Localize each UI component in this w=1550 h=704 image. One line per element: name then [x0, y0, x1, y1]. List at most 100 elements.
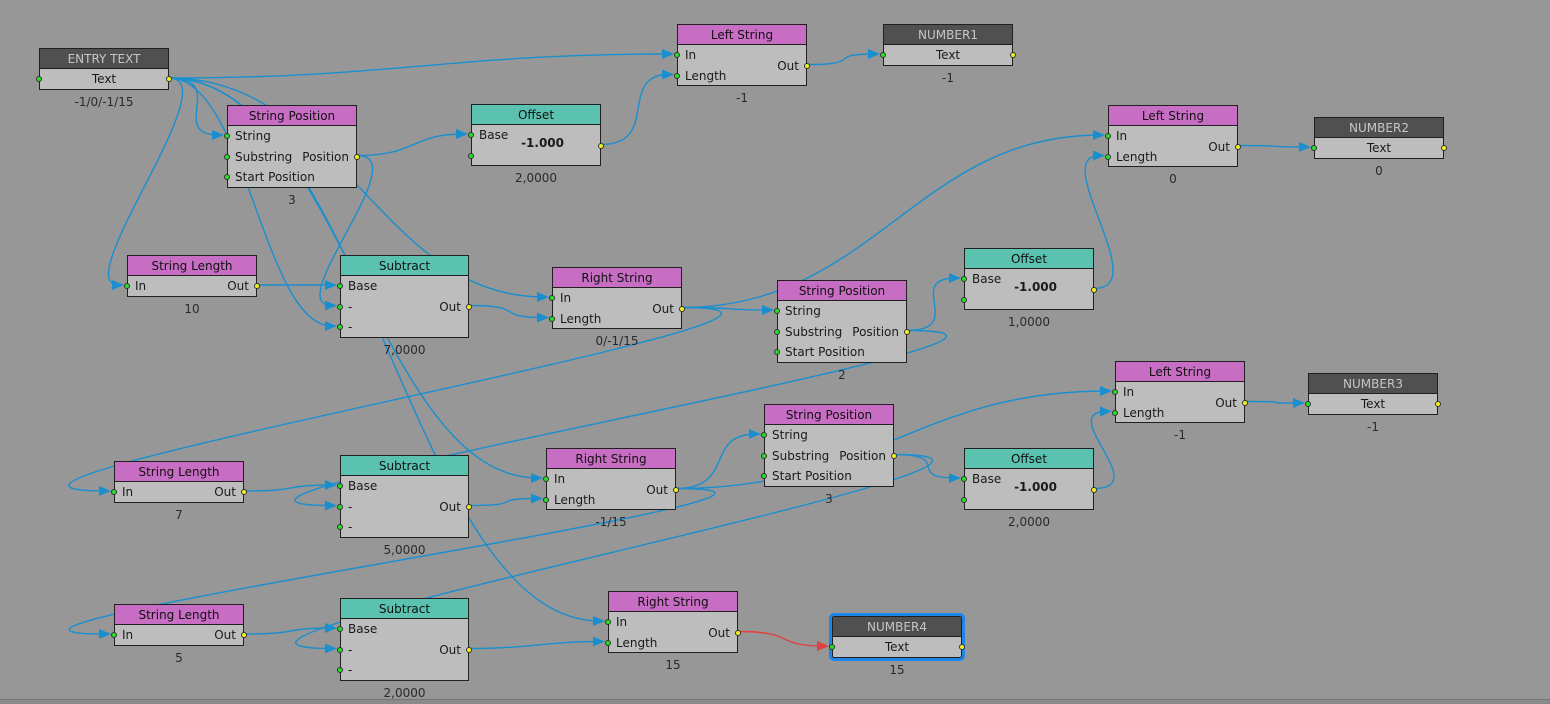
connection-wire[interactable]	[294, 329, 947, 507]
node-title[interactable]: Subtract	[341, 599, 468, 619]
input-port[interactable]	[337, 646, 343, 653]
input-port[interactable]	[224, 174, 230, 180]
input-port[interactable]	[337, 303, 343, 310]
offset-value-field[interactable]: -1.000	[1014, 280, 1057, 295]
input-port[interactable]	[337, 524, 343, 530]
output-port[interactable]	[1242, 399, 1248, 406]
input-port[interactable]	[124, 283, 130, 289]
node-title[interactable]: Right String	[553, 268, 681, 288]
node-title[interactable]: Right String	[547, 449, 675, 469]
input-port[interactable]	[605, 639, 611, 646]
node-title[interactable]: Subtract	[341, 256, 468, 276]
input-port[interactable]	[674, 52, 680, 58]
input-port[interactable]	[337, 283, 343, 289]
node-title[interactable]: String Length	[115, 462, 243, 482]
node-title[interactable]: String Position	[228, 106, 356, 126]
output-port[interactable]	[1091, 286, 1097, 293]
input-port[interactable]	[605, 619, 611, 625]
output-port[interactable]	[354, 153, 360, 160]
output-port[interactable]	[466, 503, 472, 510]
connection-wire[interactable]	[468, 304, 545, 319]
input-port[interactable]	[761, 473, 767, 479]
connection-wire[interactable]	[681, 134, 1101, 309]
input-port[interactable]	[961, 296, 967, 303]
input-port[interactable]	[549, 295, 555, 301]
connection-wire[interactable]	[243, 627, 333, 635]
input-port[interactable]	[761, 432, 767, 438]
node-title[interactable]: NUMBER3	[1309, 374, 1437, 394]
input-port[interactable]	[224, 153, 230, 160]
input-port[interactable]	[337, 483, 343, 489]
node-title[interactable]: Left String	[1109, 106, 1237, 126]
connection-wire[interactable]	[295, 453, 934, 650]
input-port[interactable]	[1112, 409, 1118, 416]
output-port[interactable]	[1435, 401, 1441, 407]
connection-wire[interactable]	[737, 630, 825, 647]
connection-wire[interactable]	[806, 53, 876, 66]
input-port[interactable]	[674, 72, 680, 79]
input-port[interactable]	[543, 496, 549, 503]
output-port[interactable]	[959, 644, 965, 650]
input-port[interactable]	[961, 276, 967, 282]
node-title[interactable]: NUMBER2	[1315, 118, 1443, 138]
input-port[interactable]	[1311, 145, 1317, 151]
connection-wire[interactable]	[168, 77, 545, 298]
input-port[interactable]	[1305, 401, 1311, 407]
connection-wire[interactable]	[906, 277, 957, 332]
input-port[interactable]	[774, 328, 780, 335]
output-port[interactable]	[679, 305, 685, 312]
node-title[interactable]: String Position	[778, 281, 906, 301]
output-port[interactable]	[1235, 143, 1241, 150]
connection-wire[interactable]	[675, 433, 757, 490]
input-port[interactable]	[961, 496, 967, 503]
connection-wire[interactable]	[168, 53, 670, 79]
connection-wire[interactable]	[68, 306, 722, 492]
horizontal-scrollbar[interactable]	[0, 699, 1550, 704]
input-port[interactable]	[543, 476, 549, 482]
connection-wire[interactable]	[468, 640, 601, 650]
node-title[interactable]: String Length	[115, 605, 243, 625]
input-port[interactable]	[36, 76, 42, 82]
connection-wire[interactable]	[675, 390, 1108, 490]
input-port[interactable]	[468, 132, 474, 138]
output-port[interactable]	[466, 303, 472, 310]
input-port[interactable]	[468, 152, 474, 159]
connection-wire[interactable]	[107, 77, 184, 286]
input-port[interactable]	[111, 489, 117, 495]
output-port[interactable]	[254, 283, 260, 289]
input-port[interactable]	[1105, 133, 1111, 139]
input-port[interactable]	[880, 52, 886, 58]
connection-wire[interactable]	[319, 154, 374, 307]
output-port[interactable]	[241, 632, 247, 638]
node-title[interactable]: Left String	[1116, 362, 1244, 382]
connection-wire[interactable]	[356, 133, 464, 157]
input-port[interactable]	[111, 632, 117, 638]
input-port[interactable]	[549, 315, 555, 322]
offset-value-field[interactable]: -1.000	[521, 136, 564, 151]
node-title[interactable]: ENTRY TEXT	[40, 49, 168, 69]
node-title[interactable]: NUMBER1	[884, 25, 1012, 45]
output-port[interactable]	[891, 452, 897, 459]
output-port[interactable]	[735, 629, 741, 636]
input-port[interactable]	[337, 503, 343, 510]
input-port[interactable]	[761, 452, 767, 459]
input-port[interactable]	[774, 308, 780, 314]
connection-wire[interactable]	[1237, 144, 1307, 148]
input-port[interactable]	[829, 644, 835, 650]
output-port[interactable]	[241, 489, 247, 495]
node-title[interactable]: String Length	[128, 256, 256, 276]
connection-wire[interactable]	[893, 453, 957, 479]
output-port[interactable]	[1441, 145, 1447, 151]
